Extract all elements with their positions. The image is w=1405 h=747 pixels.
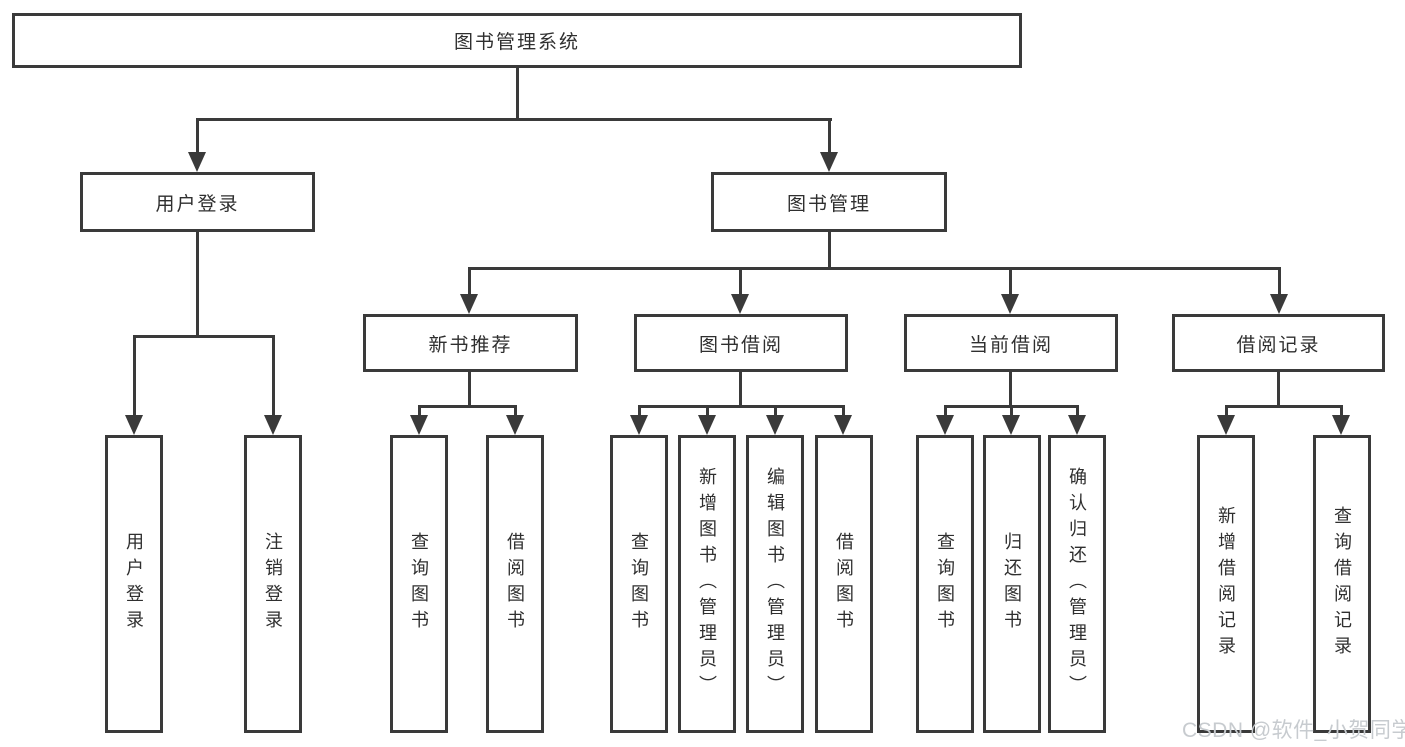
connector-line bbox=[468, 267, 1281, 270]
connector-line bbox=[842, 405, 845, 419]
leaf-query-books-borrowing: 查询图书 bbox=[610, 435, 668, 733]
connector-arrowhead bbox=[630, 415, 648, 435]
connector-line bbox=[1277, 372, 1280, 408]
leaf-query-borrow-record: 查询借阅记录 bbox=[1313, 435, 1371, 733]
connector-line bbox=[418, 405, 421, 419]
leaf-edit-books-admin: 编辑图书（管理员） bbox=[746, 435, 804, 733]
leaf-label: 查询图书 bbox=[935, 532, 955, 636]
leaf-label: 用户登录 bbox=[124, 532, 144, 636]
connector-arrowhead bbox=[1332, 415, 1350, 435]
connector-arrowhead bbox=[698, 415, 716, 435]
connector-arrowhead bbox=[1001, 294, 1019, 314]
node-label: 借阅记录 bbox=[1236, 334, 1321, 356]
connector-line bbox=[638, 405, 641, 419]
leaf-label: 查询图书 bbox=[409, 532, 429, 636]
connector-line bbox=[1225, 405, 1228, 419]
connector-line bbox=[1278, 267, 1281, 296]
connector-line bbox=[133, 335, 275, 338]
leaf-label: 归还图书 bbox=[1002, 532, 1022, 636]
node-label: 当前借阅 bbox=[968, 334, 1053, 356]
leaf-label: 借阅图书 bbox=[834, 532, 854, 636]
csdn-watermark: CSDN @软件_小贺同学 bbox=[1182, 719, 1405, 742]
leaf-label: 编辑图书（管理员） bbox=[765, 467, 785, 701]
connector-arrowhead bbox=[506, 415, 524, 435]
leaf-label: 注销登录 bbox=[263, 532, 283, 636]
connector-line bbox=[706, 405, 709, 419]
node-label: 图书管理 bbox=[786, 193, 871, 215]
connector-arrowhead bbox=[460, 294, 478, 314]
node-current-borrowing: 当前借阅 bbox=[904, 314, 1118, 372]
leaf-label: 查询图书 bbox=[629, 532, 649, 636]
node-label: 图书管理系统 bbox=[453, 32, 580, 53]
connector-arrowhead bbox=[766, 415, 784, 435]
connector-line bbox=[272, 335, 275, 417]
node-book-borrowing: 图书借阅 bbox=[634, 314, 848, 372]
leaf-query-books-current: 查询图书 bbox=[916, 435, 974, 733]
connector-arrowhead bbox=[820, 152, 838, 172]
leaf-borrow-books-borrowing: 借阅图书 bbox=[815, 435, 873, 733]
leaf-return-books: 归还图书 bbox=[983, 435, 1041, 733]
connector-line bbox=[468, 372, 471, 408]
leaf-user-login: 用户登录 bbox=[105, 435, 163, 733]
connector-line bbox=[418, 405, 517, 408]
connector-arrowhead bbox=[188, 152, 206, 172]
leaf-add-borrow-record: 新增借阅记录 bbox=[1197, 435, 1255, 733]
connector-line bbox=[468, 267, 471, 296]
connector-arrowhead bbox=[834, 415, 852, 435]
connector-arrowhead bbox=[410, 415, 428, 435]
connector-line bbox=[196, 232, 199, 338]
leaf-label: 新增借阅记录 bbox=[1216, 506, 1236, 662]
connector-line bbox=[944, 405, 947, 419]
leaf-add-books-admin: 新增图书（管理员） bbox=[678, 435, 736, 733]
node-new-book-recommend: 新书推荐 bbox=[363, 314, 578, 372]
leaf-query-books-recommend: 查询图书 bbox=[390, 435, 448, 733]
connector-line bbox=[1340, 405, 1343, 419]
node-borrowing-records: 借阅记录 bbox=[1172, 314, 1385, 372]
connector-line bbox=[1225, 405, 1343, 408]
connector-line bbox=[1076, 405, 1079, 419]
connector-line bbox=[739, 372, 742, 408]
connector-arrowhead bbox=[1270, 294, 1288, 314]
leaf-label: 借阅图书 bbox=[505, 532, 525, 636]
connector-line bbox=[1009, 267, 1012, 296]
leaf-label: 确认归还（管理员） bbox=[1067, 467, 1087, 701]
connector-arrowhead bbox=[264, 415, 282, 435]
connector-line bbox=[638, 405, 845, 408]
connector-line bbox=[133, 335, 136, 417]
node-user-login: 用户登录 bbox=[80, 172, 315, 232]
connector-line bbox=[739, 267, 742, 296]
node-label: 新书推荐 bbox=[428, 334, 513, 356]
connector-line bbox=[516, 68, 519, 121]
connector-arrowhead bbox=[125, 415, 143, 435]
connector-line bbox=[774, 405, 777, 419]
connector-line bbox=[1010, 405, 1013, 419]
connector-line bbox=[514, 405, 517, 419]
connector-line bbox=[1009, 372, 1012, 408]
connector-arrowhead bbox=[936, 415, 954, 435]
connector-line bbox=[828, 232, 831, 270]
node-label: 图书借阅 bbox=[698, 334, 783, 356]
connector-arrowhead bbox=[1217, 415, 1235, 435]
node-label: 用户登录 bbox=[155, 193, 240, 215]
leaf-label: 查询借阅记录 bbox=[1332, 506, 1352, 662]
node-book-management: 图书管理 bbox=[711, 172, 947, 232]
leaf-confirm-return-admin: 确认归还（管理员） bbox=[1048, 435, 1106, 733]
leaf-label: 新增图书（管理员） bbox=[697, 467, 717, 701]
leaf-logout-login: 注销登录 bbox=[244, 435, 302, 733]
connector-arrowhead bbox=[1002, 415, 1020, 435]
connector-line bbox=[828, 118, 831, 156]
connector-line bbox=[196, 118, 199, 156]
leaf-borrow-books-recommend: 借阅图书 bbox=[486, 435, 544, 733]
connector-arrowhead bbox=[731, 294, 749, 314]
connector-arrowhead bbox=[1068, 415, 1086, 435]
connector-line bbox=[196, 118, 832, 121]
node-library-system: 图书管理系统 bbox=[12, 13, 1022, 68]
